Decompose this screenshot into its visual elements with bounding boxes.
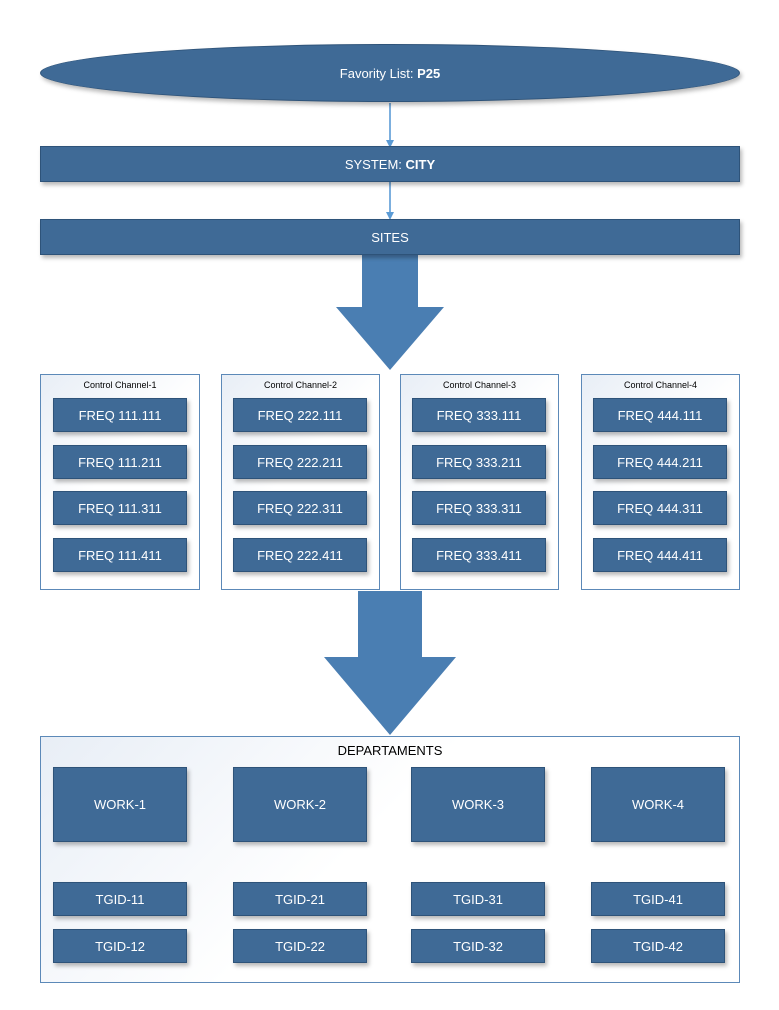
- work-1-box: WORK-1: [53, 767, 187, 842]
- freq-box: FREQ 333.311: [412, 491, 546, 525]
- control-channel-4-title: Control Channel-4: [623, 380, 698, 390]
- tgid-box: TGID-42: [591, 929, 725, 963]
- control-channel-3-group: Control Channel-3 FREQ 333.111 FREQ 333.…: [400, 374, 559, 590]
- favorite-list-value: P25: [417, 65, 441, 81]
- big-arrow-sites-to-channels: [336, 255, 444, 370]
- system-node: SYSTEM: CITY: [40, 146, 740, 182]
- control-channel-2-group: Control Channel-2 FREQ 222.111 FREQ 222.…: [221, 374, 380, 590]
- freq-box: FREQ 444.111: [593, 398, 727, 432]
- favorite-list-node: Favority List: P25: [40, 44, 740, 102]
- freq-box: FREQ 333.111: [412, 398, 546, 432]
- tgid-box: TGID-32: [411, 929, 545, 963]
- work-4-box: WORK-4: [591, 767, 725, 842]
- freq-box: FREQ 222.211: [233, 445, 367, 479]
- work-3-box: WORK-3: [411, 767, 545, 842]
- freq-box: FREQ 333.211: [412, 445, 546, 479]
- departments-title: DEPARTAMENTS: [337, 743, 443, 758]
- tgid-box: TGID-11: [53, 882, 187, 916]
- favorite-list-prefix: Favority List:: [339, 65, 418, 81]
- tgid-box: TGID-31: [411, 882, 545, 916]
- freq-box: FREQ 111.411: [53, 538, 187, 572]
- tgid-box: TGID-22: [233, 929, 367, 963]
- freq-box: FREQ 444.411: [593, 538, 727, 572]
- freq-box: FREQ 111.111: [53, 398, 187, 432]
- tgid-box: TGID-41: [591, 882, 725, 916]
- sites-node: SITES: [40, 219, 740, 255]
- tgid-box: TGID-12: [53, 929, 187, 963]
- system-prefix: SYSTEM:: [344, 156, 406, 172]
- control-channel-1-title: Control Channel-1: [83, 380, 157, 390]
- control-channel-4-group: Control Channel-4 FREQ 444.111 FREQ 444.…: [581, 374, 740, 590]
- freq-box: FREQ 333.411: [412, 538, 546, 572]
- big-arrow-channels-to-departments: [324, 591, 456, 735]
- freq-box: FREQ 222.411: [233, 538, 367, 572]
- sites-label: SITES: [371, 229, 409, 245]
- work-2-box: WORK-2: [233, 767, 367, 842]
- tgid-box: TGID-21: [233, 882, 367, 916]
- control-channel-2-title: Control Channel-2: [263, 380, 338, 390]
- control-channel-1-group: Control Channel-1 FREQ 111.111 FREQ 111.…: [40, 374, 200, 590]
- freq-box: FREQ 444.211: [593, 445, 727, 479]
- system-value: CITY: [405, 156, 436, 172]
- freq-box: FREQ 111.211: [53, 445, 187, 479]
- control-channel-3-title: Control Channel-3: [442, 380, 517, 390]
- freq-box: FREQ 111.311: [53, 491, 187, 525]
- freq-box: FREQ 444.311: [593, 491, 727, 525]
- freq-box: FREQ 222.111: [233, 398, 367, 432]
- freq-box: FREQ 222.311: [233, 491, 367, 525]
